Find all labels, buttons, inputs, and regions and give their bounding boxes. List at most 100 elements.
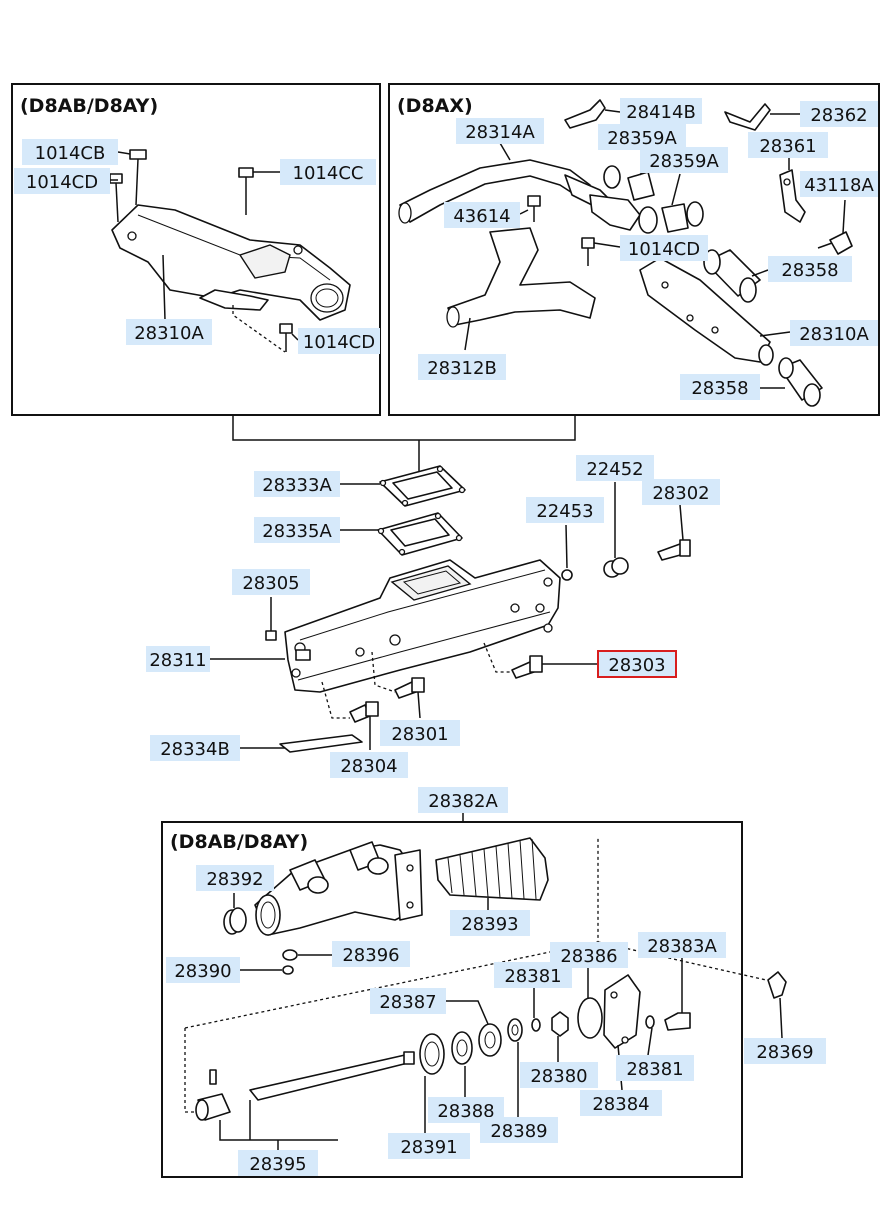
bearing-28388 bbox=[451, 1031, 473, 1097]
callout-1014CC: 1014CC bbox=[280, 159, 376, 185]
svg-text:28381: 28381 bbox=[626, 1059, 683, 1080]
svg-text:1014CD: 1014CD bbox=[628, 239, 700, 260]
svg-text:28396: 28396 bbox=[342, 945, 399, 966]
svg-text:28312B: 28312B bbox=[427, 358, 497, 379]
svg-text:28389: 28389 bbox=[490, 1121, 547, 1142]
callout-28389: 28389 bbox=[480, 1117, 558, 1143]
spring-pin-28381-right bbox=[645, 1015, 655, 1056]
spring-pin-28381-left bbox=[531, 988, 541, 1032]
pipe-28310A-left bbox=[111, 204, 351, 321]
svg-text:28392: 28392 bbox=[206, 869, 263, 890]
svg-text:28334B: 28334B bbox=[160, 739, 230, 760]
svg-text:28393: 28393 bbox=[461, 914, 518, 935]
section-title-bottom: (D8AB/D8AY) bbox=[170, 831, 308, 853]
bracket-28362 bbox=[724, 103, 800, 131]
callout-43614: 43614 bbox=[444, 202, 520, 228]
callout-28310A-b: 28310A bbox=[790, 320, 878, 346]
callout-28387: 28387 bbox=[370, 988, 446, 1014]
callout-28311: 28311 bbox=[146, 646, 210, 672]
clip-28396-28390 bbox=[240, 949, 332, 975]
bracket-28414B bbox=[564, 99, 621, 129]
callout-28359A-b: 28359A bbox=[640, 147, 728, 173]
frame-top-left bbox=[11, 83, 381, 416]
svg-text:28305: 28305 bbox=[242, 573, 299, 594]
svg-text:28303: 28303 bbox=[608, 655, 665, 676]
callout-28384: 28384 bbox=[580, 1090, 662, 1116]
callout-22452: 22452 bbox=[576, 455, 654, 481]
svg-text:28359A: 28359A bbox=[649, 151, 719, 172]
svg-text:28333A: 28333A bbox=[262, 475, 332, 496]
cap-28305 bbox=[265, 597, 277, 641]
callout-labels: 1014CB 1014CD 1014CC 28310A 1014CD 28414… bbox=[14, 98, 878, 1176]
pipe-28310A-right bbox=[639, 257, 791, 366]
callout-28383A: 28383A bbox=[638, 932, 726, 958]
bolt-28383A bbox=[664, 958, 691, 1031]
washer-28389 bbox=[507, 1018, 523, 1117]
svg-text:28390: 28390 bbox=[174, 961, 231, 982]
svg-text:28310A: 28310A bbox=[134, 323, 204, 344]
callout-1014CD-c: 1014CD bbox=[620, 235, 708, 261]
seal-28392 bbox=[223, 893, 247, 935]
callout-28369: 28369 bbox=[744, 1038, 826, 1064]
svg-text:28387: 28387 bbox=[379, 992, 436, 1013]
bolt-28303 bbox=[483, 642, 598, 679]
callout-28334B: 28334B bbox=[150, 735, 240, 761]
svg-text:28361: 28361 bbox=[759, 136, 816, 157]
callout-28333A: 28333A bbox=[254, 471, 340, 497]
frame-top-right bbox=[388, 83, 880, 416]
bolts-top-left bbox=[109, 149, 293, 352]
callout-28301: 28301 bbox=[380, 720, 460, 746]
bolt-28301 bbox=[371, 651, 425, 719]
callout-28361: 28361 bbox=[748, 132, 828, 158]
hoses-28359A bbox=[603, 159, 704, 234]
svg-text:28391: 28391 bbox=[400, 1137, 457, 1158]
callout-28302: 28302 bbox=[642, 479, 720, 505]
callout-28358-b: 28358 bbox=[680, 374, 760, 400]
callout-1014CD-b: 1014CD bbox=[298, 328, 380, 354]
svg-text:28314A: 28314A bbox=[465, 122, 535, 143]
section-title-top-left: (D8AB/D8AY) bbox=[20, 95, 158, 117]
seal-22452 bbox=[603, 482, 629, 578]
seal-28391 bbox=[419, 1033, 445, 1133]
callout-28414B: 28414B bbox=[620, 98, 702, 124]
callout-28359A-a: 28359A bbox=[598, 124, 686, 150]
shaft-28395 bbox=[195, 1051, 415, 1150]
svg-text:43118A: 43118A bbox=[804, 175, 874, 196]
svg-text:22452: 22452 bbox=[586, 459, 643, 480]
svg-text:1014CC: 1014CC bbox=[293, 163, 364, 184]
assembly-bracket bbox=[232, 415, 576, 472]
svg-text:28381: 28381 bbox=[504, 966, 561, 987]
section-title-top-right: (D8AX) bbox=[397, 95, 473, 117]
gasket-28335A bbox=[340, 512, 463, 556]
callout-28393: 28393 bbox=[450, 910, 530, 936]
callout-28396: 28396 bbox=[332, 941, 410, 967]
callout-28305: 28305 bbox=[232, 569, 310, 595]
callout-28310A-a: 28310A bbox=[126, 319, 212, 345]
bolt-28304 bbox=[321, 681, 379, 750]
leaders-top-right bbox=[499, 142, 529, 215]
svg-text:28388: 28388 bbox=[437, 1101, 494, 1122]
svg-text:28335A: 28335A bbox=[262, 521, 332, 542]
svg-text:28382A: 28382A bbox=[428, 791, 498, 812]
svg-text:28301: 28301 bbox=[391, 724, 448, 745]
callout-28381-a: 28381 bbox=[494, 962, 572, 988]
callout-28390: 28390 bbox=[166, 957, 240, 983]
svg-text:28358: 28358 bbox=[691, 378, 748, 399]
callout-28381-b: 28381 bbox=[616, 1055, 694, 1081]
oring-28386 bbox=[577, 968, 603, 1039]
svg-text:28304: 28304 bbox=[340, 756, 397, 777]
manifold-28311 bbox=[210, 559, 561, 693]
svg-text:28386: 28386 bbox=[560, 946, 617, 967]
callout-28312B: 28312B bbox=[418, 354, 506, 380]
highlight-28303 bbox=[597, 650, 677, 678]
svg-text:28380: 28380 bbox=[530, 1066, 587, 1087]
callout-43118A: 43118A bbox=[800, 171, 878, 197]
callout-28391: 28391 bbox=[388, 1133, 470, 1159]
gasket-28333A bbox=[340, 465, 466, 507]
svg-text:28395: 28395 bbox=[249, 1154, 306, 1175]
callout-28382A: 28382A bbox=[418, 787, 508, 813]
callout-28392: 28392 bbox=[196, 865, 274, 891]
callout-28380: 28380 bbox=[520, 1062, 598, 1088]
svg-text:28311: 28311 bbox=[149, 650, 206, 671]
